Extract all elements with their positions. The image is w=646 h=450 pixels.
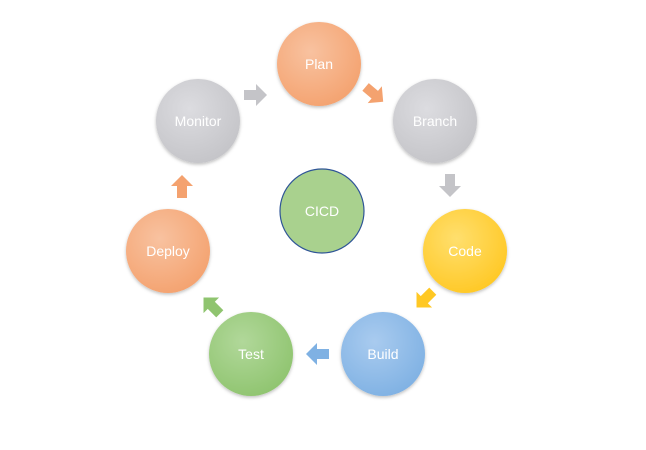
stage-label: Plan <box>305 56 333 72</box>
center-node: CICD <box>279 168 365 254</box>
stage-circle <box>277 22 361 106</box>
center-label: CICD <box>305 203 339 219</box>
stage-node-deploy: Deploy <box>126 209 210 293</box>
arrow-right-icon <box>362 83 384 104</box>
stage-circle <box>156 79 240 163</box>
stage-circle <box>126 209 210 293</box>
stage-label: Test <box>238 346 264 362</box>
stage-label: Build <box>367 346 398 362</box>
stage-node-monitor: Monitor <box>156 79 240 163</box>
stage-label: Deploy <box>146 243 190 259</box>
arrow-down-icon <box>439 174 461 197</box>
stage-circle <box>209 312 293 396</box>
stage-label: Code <box>448 243 482 259</box>
stage-node-test: Test <box>209 312 293 396</box>
arrows-layer <box>171 83 461 365</box>
arrow-down-left-icon <box>416 287 437 308</box>
stage-node-code: Code <box>423 209 507 293</box>
arrow-up-icon <box>171 175 193 198</box>
stage-node-branch: Branch <box>393 79 477 163</box>
arrow-up-left-icon <box>203 297 224 318</box>
stage-circle <box>423 209 507 293</box>
stage-node-build: Build <box>341 312 425 396</box>
stage-label: Branch <box>413 113 457 129</box>
arrow-left-icon <box>306 343 329 365</box>
stage-circle <box>393 79 477 163</box>
stage-label: Monitor <box>175 113 222 129</box>
center-circle <box>279 168 365 254</box>
stage-node-plan: Plan <box>277 22 361 106</box>
stage-circle <box>341 312 425 396</box>
arrow-right-icon <box>244 84 267 106</box>
